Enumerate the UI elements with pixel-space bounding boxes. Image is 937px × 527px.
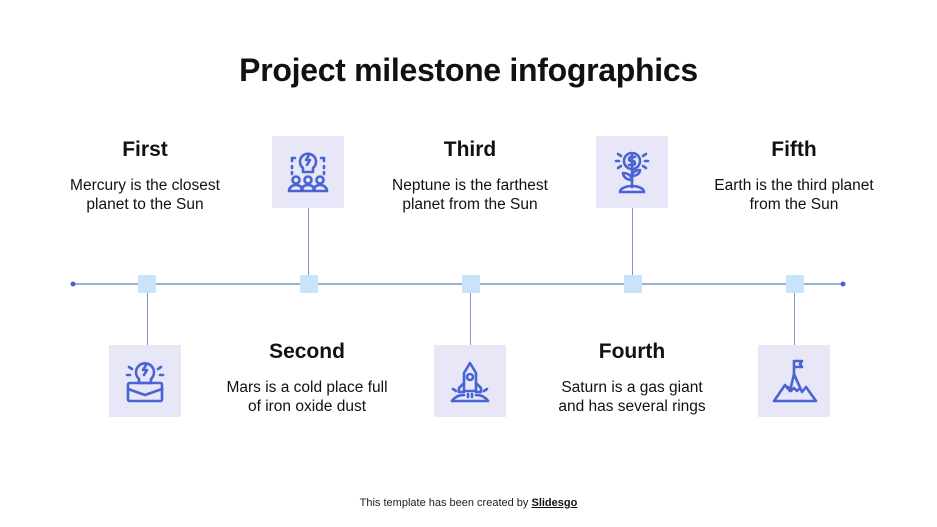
milestone-1: First Mercury is the closest planet to t… [60,138,230,214]
footer: This template has been created by Slides… [0,497,937,509]
icon-box-1 [109,345,181,417]
milestone-heading: Fourth [598,340,666,363]
rocket-launch-icon [450,361,490,403]
milestone-text: Neptune is the farthest planet from the … [392,177,548,213]
connector-4 [632,208,633,275]
connector-5 [794,293,795,345]
milestone-text: Earth is the third planet from the Sun [714,177,874,213]
slidesgo-link[interactable]: Slidesgo [531,497,578,509]
milestone-heading: Third [443,138,497,161]
page-title: Project milestone infographics [239,52,698,88]
milestone-text: Saturn is a gas giant and has several ri… [558,379,706,415]
timeline-node-5 [786,275,804,293]
milestone-5: Fifth Earth is the third planet from the… [709,138,879,214]
timeline-node-3 [462,275,480,293]
milestone-heading: Second [269,340,345,363]
milestone-heading: Fifth [771,138,817,161]
icon-box-4 [596,136,668,208]
icon-box-5 [758,345,830,417]
mountain-flag-icon [772,359,818,403]
idea-team-icon [287,152,329,193]
milestone-4: Fourth Saturn is a gas giant and has sev… [547,340,717,416]
connector-3 [470,293,471,345]
timeline-node-2 [300,275,318,293]
milestone-3: Third Neptune is the farthest planet fro… [385,138,555,214]
money-plant-icon [614,151,650,194]
milestone-text: Mercury is the closest planet to the Sun [70,177,220,213]
milestone-heading: First [122,138,168,161]
connector-1 [147,293,148,345]
timeline-node-4 [624,275,642,293]
icon-box-3 [434,345,506,417]
icon-box-2 [272,136,344,208]
timeline-node-1 [138,275,156,293]
milestone-2: Second Mars is a cold place full of iron… [222,340,392,416]
idea-briefcase-icon [125,362,165,403]
footer-text: This template has been created by [359,497,532,509]
connector-2 [308,208,309,275]
milestone-text: Mars is a cold place full of iron oxide … [226,379,388,415]
